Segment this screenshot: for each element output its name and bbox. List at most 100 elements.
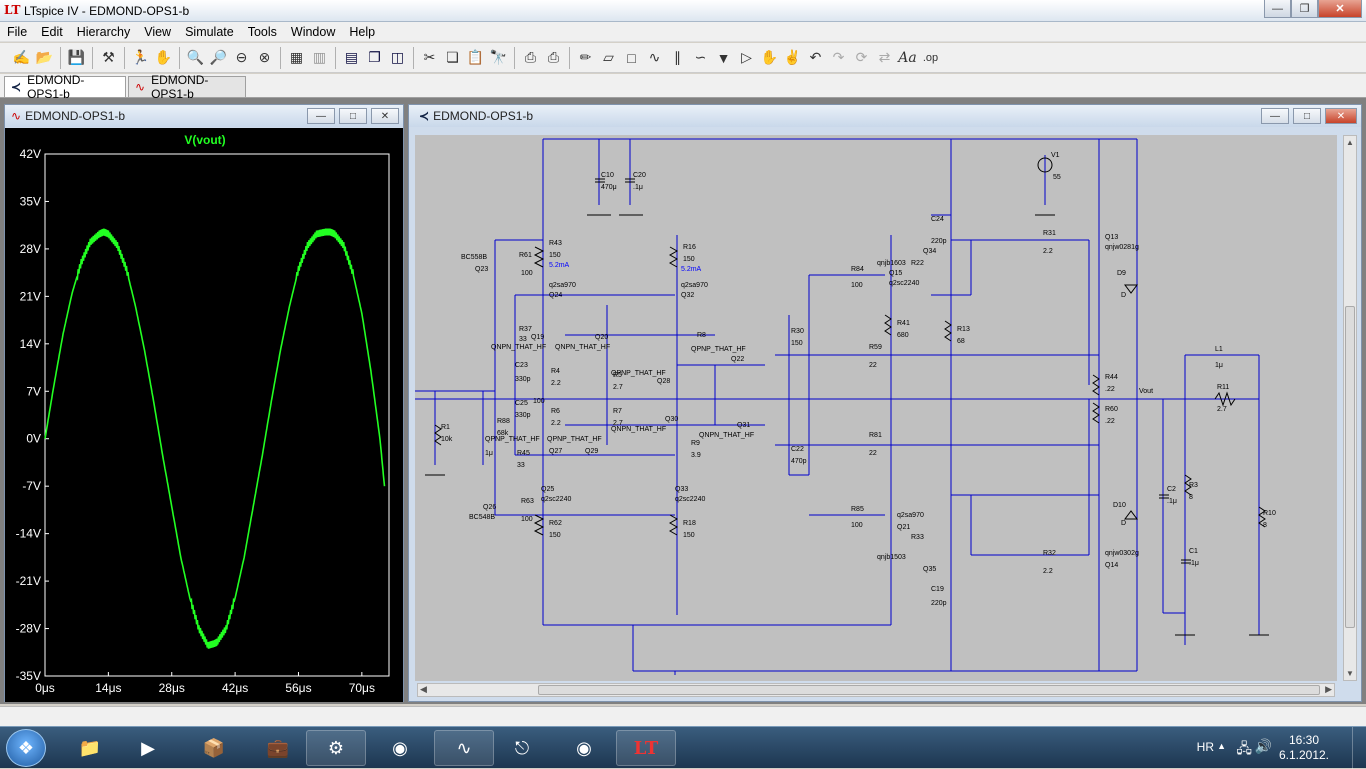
show-desktop-button[interactable] <box>1352 727 1366 769</box>
component-icon[interactable]: ▷ <box>741 49 752 65</box>
start-button[interactable]: ❖ <box>6 729 46 767</box>
q21-model-b: qnjb1503 <box>877 554 906 561</box>
save-icon[interactable]: 💾 <box>67 49 86 65</box>
waveform-plot[interactable]: V(vout) 42V35V28V21V14V7V0V-7V-14V-21V-2… <box>5 128 403 702</box>
schematic-vertical-scrollbar[interactable]: ▲ ▼ <box>1343 135 1357 681</box>
menu-help[interactable]: Help <box>349 24 376 39</box>
minimize-button[interactable]: — <box>1264 0 1291 18</box>
zoom-out-icon[interactable]: ⊖ <box>235 49 248 65</box>
redo-icon[interactable]: ↷ <box>832 49 845 65</box>
q31-label: Q31 <box>737 422 750 429</box>
tile-horizontal-icon[interactable]: ▤ <box>344 49 359 65</box>
waveform-tab-icon: ∿ <box>135 80 146 94</box>
run-icon[interactable]: 🏃 <box>131 49 150 65</box>
grid-icon[interactable]: ▥ <box>312 49 327 65</box>
installer-taskbar-icon[interactable]: 📦 <box>202 737 226 758</box>
menu-hierarchy[interactable]: Hierarchy <box>76 24 131 39</box>
paste-icon[interactable]: 📋 <box>466 49 485 65</box>
spice-directive-icon[interactable]: .op <box>922 51 939 64</box>
print-preview-icon[interactable]: ⎙ <box>524 49 537 65</box>
label-net-icon[interactable]: □ <box>627 49 636 66</box>
drag-icon[interactable]: ✌ <box>783 49 802 65</box>
mirror-icon[interactable]: ⇄ <box>878 49 891 65</box>
v-scroll-up-arrow[interactable]: ▲ <box>1346 138 1354 147</box>
ltspice-taskbar-icon[interactable]: LT <box>616 730 676 766</box>
schematic-minimize-button[interactable]: — <box>1261 108 1289 124</box>
schematic-drawing[interactable]: V1 55 C10 470μ C20 .1μ C24 220p C19 220p… <box>415 135 1337 681</box>
v-scroll-thumb[interactable] <box>1345 306 1355 628</box>
print-icon[interactable]: ⎙ <box>547 49 560 65</box>
q22-label: Q22 <box>731 356 744 363</box>
app-taskbar-icon[interactable]: ⚙ <box>306 730 366 766</box>
wire-icon[interactable]: ✏ <box>579 49 592 65</box>
waveform-minimize-button[interactable]: — <box>307 108 335 124</box>
r30-value: 150 <box>791 340 803 347</box>
language-indicator[interactable]: HR <box>1196 740 1214 754</box>
r11-value: 2.7 <box>1217 406 1227 413</box>
schematic-horizontal-scrollbar[interactable]: ◀ ▶ <box>417 683 1335 697</box>
halt-icon[interactable]: ✋ <box>154 49 173 65</box>
r62-label: R62 <box>549 520 562 527</box>
open-folder-icon[interactable]: 📂 <box>35 49 54 65</box>
windows-taskbar: ❖ 📁 ▶ 📦 💼 ⚙ ◉ ∿ ⎋ ◉ LT HR ▲ 🖧 🔊 16:30 6.… <box>0 726 1366 769</box>
menu-view[interactable]: View <box>144 24 172 39</box>
r5-label: R5 <box>613 372 622 379</box>
cascade-icon[interactable]: ❐ <box>368 49 381 65</box>
show-hidden-icons-icon[interactable]: ▲ <box>1217 741 1226 751</box>
inductor-icon[interactable]: ∽ <box>694 49 707 65</box>
new-schematic-icon[interactable]: ✍ <box>12 49 31 65</box>
briefcase-taskbar-icon[interactable]: 💼 <box>266 737 290 758</box>
zoom-in-icon[interactable]: 🔍 <box>186 49 205 65</box>
schematic-maximize-button[interactable]: □ <box>1293 108 1321 124</box>
trace-label[interactable]: V(vout) <box>184 133 225 147</box>
zoom-fit-icon[interactable]: ⊗ <box>258 49 271 65</box>
h-scroll-left-arrow[interactable]: ◀ <box>420 684 427 694</box>
media-player-taskbar-icon[interactable]: ▶ <box>141 737 155 758</box>
control-panel-icon[interactable]: ⚒ <box>102 49 115 65</box>
text-icon[interactable]: Aa <box>898 49 917 66</box>
undo-icon[interactable]: ↶ <box>809 49 822 65</box>
r20-value: 100 <box>533 398 545 405</box>
tile-vertical-icon[interactable]: ◫ <box>390 49 405 65</box>
v-scroll-down-arrow[interactable]: ▼ <box>1346 669 1354 678</box>
cut-icon[interactable]: ✂ <box>423 49 436 65</box>
tab-schematic[interactable]: ≺ EDMOND-OPS1-b <box>4 73 126 101</box>
waveform-close-button[interactable]: ✕ <box>371 108 399 124</box>
schematic-canvas[interactable]: V1 55 C10 470μ C20 .1μ C24 220p C19 220p… <box>415 135 1337 681</box>
autorange-icon[interactable]: ▦ <box>289 49 304 65</box>
menu-edit[interactable]: Edit <box>41 24 63 39</box>
capacitor-icon[interactable]: ∥ <box>674 49 681 65</box>
oscilloscope-taskbar-icon[interactable]: ∿ <box>434 730 494 766</box>
move-icon[interactable]: ✋ <box>760 49 779 65</box>
pan-icon[interactable]: 🔎 <box>209 49 228 65</box>
h-scroll-right-arrow[interactable]: ▶ <box>1325 684 1332 694</box>
vout-trace[interactable] <box>44 228 386 649</box>
internet-explorer-taskbar-icon[interactable]: ⎋ <box>514 737 530 758</box>
antivirus-taskbar-icon[interactable]: ◉ <box>392 737 408 758</box>
h-scroll-thumb[interactable] <box>538 685 1320 695</box>
clock[interactable]: 16:30 6.1.2012. <box>1274 733 1334 763</box>
network-icon[interactable]: 🖧 <box>1236 740 1252 756</box>
menu-simulate[interactable]: Simulate <box>185 24 234 39</box>
volume-icon[interactable]: 🔊 <box>1254 738 1272 754</box>
restore-button[interactable]: ❐ <box>1291 0 1318 18</box>
waveform-maximize-button[interactable]: □ <box>339 108 367 124</box>
rotate-icon[interactable]: ⟳ <box>855 49 868 65</box>
menu-tools[interactable]: Tools <box>247 24 277 39</box>
explorer-taskbar-icon[interactable]: 📁 <box>78 737 102 758</box>
ground-icon[interactable]: ⏥ <box>603 49 614 65</box>
resistor-icon[interactable]: ∿ <box>648 49 661 65</box>
close-button[interactable]: ✕ <box>1318 0 1362 18</box>
copy-icon[interactable]: ❏ <box>446 49 459 65</box>
diode-icon[interactable]: ▼ <box>716 49 731 66</box>
schematic-close-button[interactable]: ✕ <box>1325 108 1357 124</box>
tab-waveform[interactable]: ∿ EDMOND-OPS1-b <box>128 73 246 101</box>
status-bar <box>0 706 1366 726</box>
find-icon[interactable]: 🔭 <box>489 49 508 65</box>
q13-label: Q13 <box>1105 234 1118 241</box>
menu-file[interactable]: File <box>7 24 28 39</box>
y-tick-label: 35V <box>20 194 41 208</box>
menu-window[interactable]: Window <box>290 24 336 39</box>
dvd-taskbar-icon[interactable]: ◉ <box>576 737 592 758</box>
